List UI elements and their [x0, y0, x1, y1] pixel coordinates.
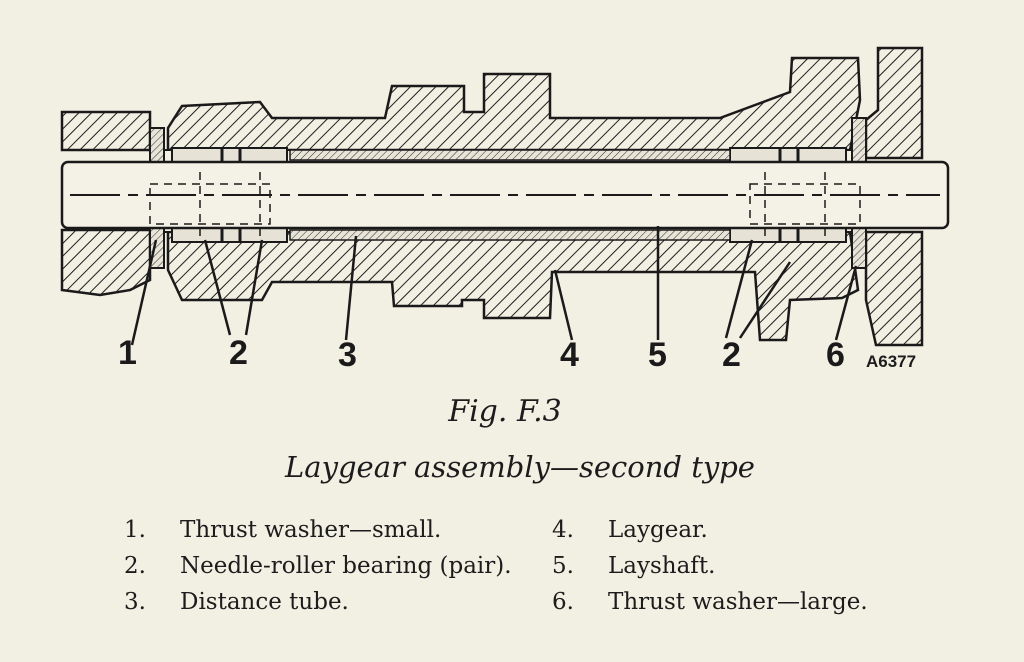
- legend-item: 2. Needle-roller bearing (pair).: [124, 548, 512, 584]
- callout-5: 5: [648, 336, 667, 374]
- legend-number: 5.: [552, 553, 574, 579]
- distance-tube-upper: [289, 149, 731, 161]
- legend-label: Thrust washer—small.: [180, 517, 442, 543]
- legend-column-right: 4. Laygear. 5. Layshaft. 6. Thrust washer—l…: [552, 512, 868, 620]
- left-housing-lower: [60, 228, 152, 297]
- legend-label: Laygear.: [608, 517, 708, 543]
- legend-label: Layshaft.: [608, 553, 716, 579]
- callout-2-left: 2: [229, 334, 248, 372]
- laygear-upper: [166, 56, 862, 152]
- legend-column-left: 1. Thrust washer—small. 2. Needle-roller b…: [124, 512, 512, 620]
- legend-number: 2.: [124, 553, 146, 579]
- callout-3: 3: [338, 336, 357, 374]
- laygear-diagram: [60, 46, 950, 347]
- right-housing-lower: [864, 230, 924, 347]
- callout-2-right: 2: [722, 336, 741, 374]
- figure-caption: Laygear assembly—second type: [285, 450, 755, 484]
- legend-number: 4.: [552, 517, 574, 543]
- legend-item: 4. Laygear.: [552, 512, 868, 548]
- callout-6: 6: [826, 336, 845, 374]
- legend-label: Thrust washer—large.: [608, 589, 868, 615]
- layshaft: [60, 160, 950, 230]
- legend-label: Distance tube.: [180, 589, 349, 615]
- legend-number: 6.: [552, 589, 574, 615]
- legend-item: 1. Thrust washer—small.: [124, 512, 512, 548]
- legend-number: 3.: [124, 589, 146, 615]
- callout-4: 4: [560, 336, 579, 374]
- figure-number: Fig. F.3: [448, 394, 562, 429]
- right-housing: [864, 46, 924, 160]
- leader-lines: [130, 226, 858, 346]
- needle-bearings-right: [729, 147, 847, 243]
- legend-number: 1.: [124, 517, 146, 543]
- legend-item: 3. Distance tube.: [124, 584, 512, 620]
- legend-item: 6. Thrust washer—large.: [552, 584, 868, 620]
- legend-item: 5. Layshaft.: [552, 548, 868, 584]
- legend-label: Needle-roller bearing (pair).: [180, 553, 512, 579]
- laygear-lower: [166, 230, 860, 342]
- hidden-lines: [149, 172, 861, 236]
- distance-tube-lower: [289, 229, 731, 241]
- drawing-code: A6377: [866, 352, 917, 371]
- callout-1: 1: [118, 334, 137, 372]
- left-housing: [60, 110, 152, 152]
